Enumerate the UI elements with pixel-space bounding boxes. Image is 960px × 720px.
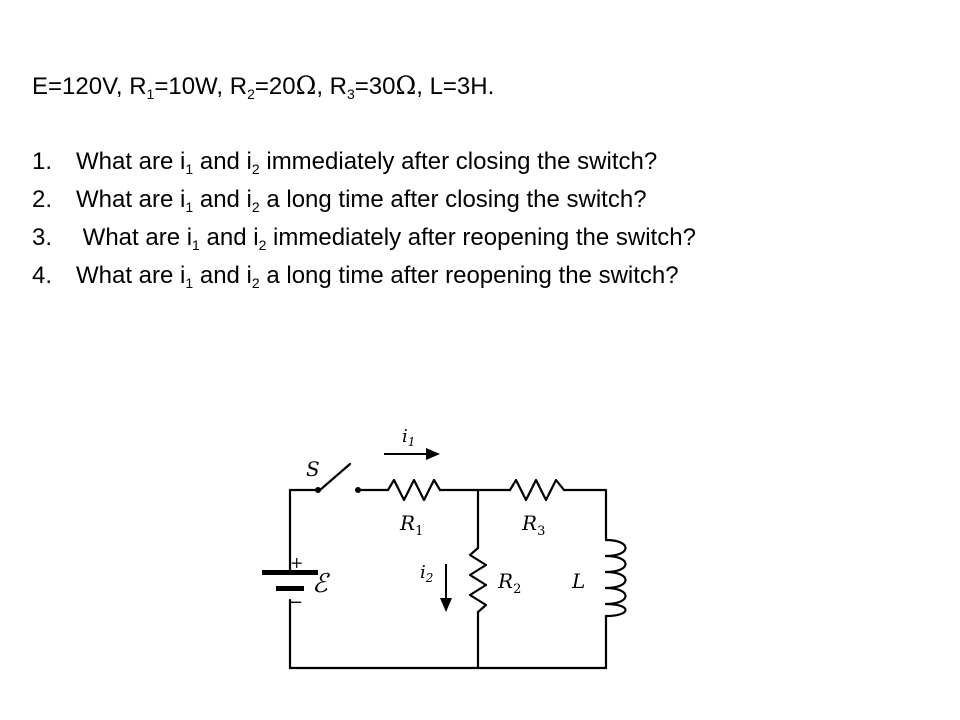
- sub: 2: [258, 237, 267, 253]
- label-i1: i1: [402, 426, 415, 449]
- question-number: 2.: [32, 186, 53, 213]
- question-text: immediately after reopening the switch?: [266, 224, 696, 251]
- given-r3: =30: [354, 73, 396, 100]
- omega-symbol: Ω: [295, 71, 317, 100]
- arrow-i2-head: [440, 598, 452, 612]
- question-1: 1. What are i1 and i2 immediately after c…: [32, 148, 657, 176]
- given-r2-sub: 2: [247, 86, 255, 102]
- question-number: 3.: [32, 224, 53, 251]
- wire-top-right: [562, 488, 608, 542]
- battery-plate-long: [262, 570, 318, 575]
- label-r2: R2: [497, 569, 521, 597]
- question-text: and i: [193, 262, 252, 289]
- label-minus: −: [288, 592, 303, 613]
- resistor-r1: [386, 478, 442, 502]
- given-r3-pre: , R: [316, 73, 347, 100]
- question-text: and i: [199, 224, 259, 251]
- question-text: What are i: [76, 224, 193, 251]
- omega-symbol: Ω: [395, 71, 417, 100]
- given-e: E=120V, R: [32, 73, 147, 100]
- question-text: a long time after closing the switch?: [259, 186, 647, 213]
- given-r1-sub: 1: [146, 86, 155, 102]
- given-values: E=120V, R1=10W, R2=20Ω, R3=30Ω, L=3H.: [32, 71, 495, 102]
- label-i2: i2: [420, 562, 433, 585]
- label-switch: S: [306, 457, 320, 481]
- given-l: , L=3H.: [416, 73, 495, 100]
- battery-plate-short: [276, 586, 304, 591]
- question-text: What are i: [76, 186, 186, 213]
- label-r3: R3: [521, 511, 545, 539]
- question-2: 2. What are i1 and i2 a long time after c…: [32, 186, 647, 214]
- switch-contact-left: [315, 487, 321, 493]
- sub: 1: [185, 275, 194, 291]
- label-plus: +: [290, 553, 303, 572]
- question-number: 1.: [32, 148, 53, 175]
- label-r1: R1: [399, 511, 423, 539]
- question-3: 3. What are i1 and i2 immediately after …: [32, 224, 696, 252]
- resistor-r2: [468, 546, 488, 614]
- question-text: and i: [193, 186, 252, 213]
- switch-blade: [318, 462, 352, 492]
- given-r1: =10W, R: [154, 73, 248, 100]
- label-emf: ℰ: [312, 569, 330, 599]
- sub: 1: [192, 237, 200, 253]
- question-text: and i: [193, 148, 252, 175]
- given-r2: =20: [254, 73, 296, 100]
- sub: 2: [251, 199, 260, 215]
- sub: 2: [251, 161, 260, 177]
- sub: 1: [185, 199, 194, 215]
- question-number: 4.: [32, 262, 53, 289]
- given-r3-sub: 3: [346, 86, 355, 102]
- question-text: What are i: [76, 148, 186, 175]
- question-4: 4. What are i1 and i2 a long time after r…: [32, 262, 679, 290]
- label-l: L: [571, 569, 585, 593]
- sub: 2: [251, 275, 260, 291]
- switch-contact-right: [355, 487, 361, 493]
- resistor-r3: [508, 478, 566, 502]
- question-text: a long time after reopening the switch?: [259, 262, 679, 289]
- inductor-l: [604, 538, 627, 618]
- question-text: immediately after closing the switch?: [259, 148, 658, 175]
- question-text: What are i: [76, 262, 186, 289]
- arrow-i1-head: [426, 448, 440, 460]
- sub: 1: [185, 161, 194, 177]
